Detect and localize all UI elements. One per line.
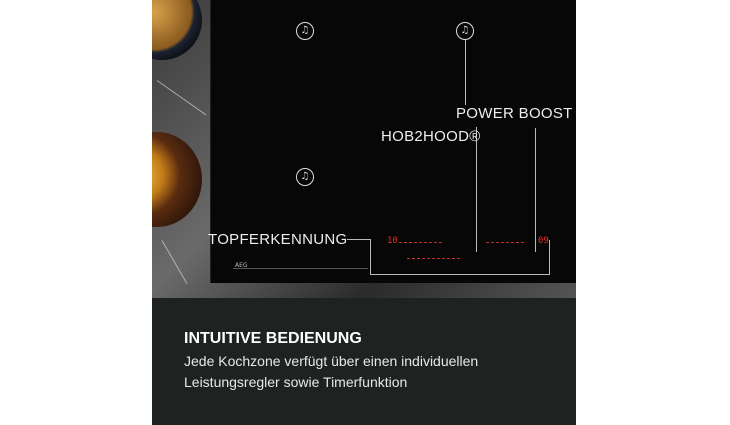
power-slider[interactable] (399, 242, 444, 243)
callout-line (476, 127, 477, 252)
bowl-image (152, 0, 202, 60)
left-display: 10 (387, 236, 398, 246)
caption-line-1: Jede Kochzone verfügt über einen individ… (184, 353, 479, 369)
callout-line (535, 128, 536, 252)
marble-vein (161, 240, 188, 285)
bell-icon: ♫ (296, 22, 314, 40)
caption-line-2: Leistungsregler sowie Timerfunktion (184, 374, 408, 390)
power-boost-label: POWER BOOST (456, 105, 573, 122)
divider (233, 268, 368, 269)
brand-logo: AEG (235, 262, 248, 269)
product-card: ♫ ♫ ♫ POWER BOOST HOB2HOOD® 10 09 AEG TO… (152, 0, 576, 425)
callout-line (465, 40, 466, 105)
caption-title: INTUITIVE BEDIENUNG (184, 330, 362, 347)
bell-icon: ♫ (456, 22, 474, 40)
callout-line (370, 239, 371, 275)
callout-line (549, 240, 550, 275)
power-slider[interactable] (486, 242, 526, 243)
cooktop-photo: ♫ ♫ ♫ POWER BOOST HOB2HOOD® 10 09 AEG TO… (152, 0, 576, 298)
callout-line (347, 239, 371, 240)
right-display: 09 (538, 236, 549, 246)
callout-line (370, 274, 550, 275)
timer-slider[interactable] (407, 258, 462, 259)
bowl-image (152, 132, 202, 227)
hob2hood-label: HOB2HOOD® (381, 128, 481, 145)
marble-vein (156, 80, 207, 116)
bell-icon: ♫ (296, 168, 314, 186)
topferkennung-label: TOPFERKENNUNG (208, 231, 348, 248)
induction-hob: ♫ ♫ ♫ POWER BOOST HOB2HOOD® 10 09 AEG (210, 0, 576, 283)
